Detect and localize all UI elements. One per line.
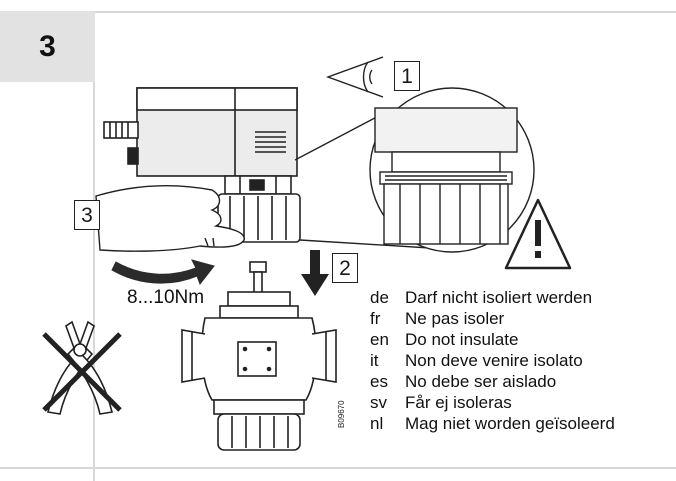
language-code: nl — [370, 414, 384, 433]
down-arrow-icon — [301, 250, 329, 296]
language-code: es — [370, 372, 388, 391]
language-text: Non deve venire isolato — [405, 351, 583, 370]
torque-label: 8...10Nm — [127, 287, 205, 308]
actuator-illustration — [103, 87, 301, 243]
language-code: sv — [370, 393, 387, 412]
eye-icon — [325, 56, 384, 98]
language-code: it — [370, 351, 379, 370]
language-code: en — [370, 330, 389, 349]
frame-bottom-line — [0, 467, 676, 469]
language-item: sv Får ej isoleras — [370, 392, 615, 413]
rotation-arrow-icon — [111, 259, 215, 286]
language-text: Ne pas isoler — [405, 309, 505, 328]
language-item: de Darf nicht isoliert werden — [370, 287, 615, 308]
valve-illustration — [181, 261, 337, 451]
detail-magnifier — [294, 87, 535, 253]
language-list: de Darf nicht isoliert werden fr Ne pas … — [370, 287, 615, 434]
hand-illustration — [95, 185, 245, 252]
frame-left-line — [93, 11, 95, 481]
language-item: fr Ne pas isoler — [370, 308, 615, 329]
warning-triangle-icon — [504, 198, 572, 270]
step-number-box: 3 — [0, 11, 95, 82]
language-item: en Do not insulate — [370, 329, 615, 350]
language-text: Do not insulate — [405, 330, 519, 349]
language-text: Mag niet worden geïsoleerd — [405, 414, 615, 433]
language-code: fr — [370, 309, 381, 328]
language-text: Får ej isoleras — [405, 393, 512, 412]
callout-3: 3 — [74, 200, 100, 230]
language-item: es No debe ser aislado — [370, 371, 615, 392]
document-id: B09670 — [337, 400, 346, 428]
no-pliers-icon — [42, 320, 122, 415]
language-item: nl Mag niet worden geïsoleerd — [370, 413, 615, 434]
language-code: de — [370, 288, 389, 307]
language-text: Darf nicht isoliert werden — [405, 288, 593, 307]
step-number: 3 — [39, 29, 56, 63]
callout-2: 2 — [332, 253, 358, 283]
frame-top-line — [0, 11, 676, 13]
language-item: it Non deve venire isolato — [370, 350, 615, 371]
language-text: No debe ser aislado — [405, 372, 557, 391]
callout-1: 1 — [394, 61, 420, 91]
